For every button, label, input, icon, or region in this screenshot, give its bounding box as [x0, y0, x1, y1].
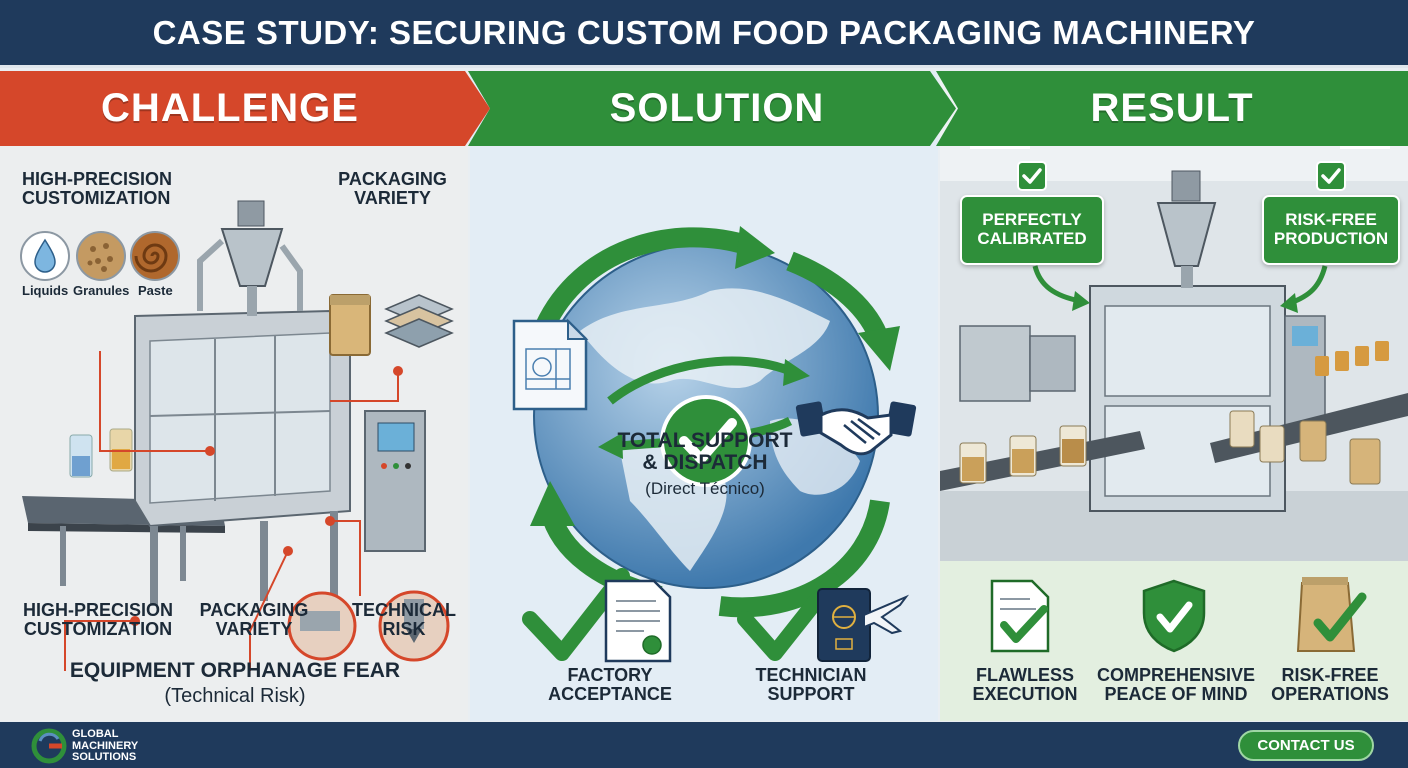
orphanage-fear-title: EQUIPMENT ORPHANAGE FEAR — [69, 659, 401, 682]
total-support-title: TOTAL SUPPORT & DISPATCH — [617, 429, 793, 475]
water-drop-icon — [20, 231, 70, 281]
factory-acceptance-label: FACTORY ACCEPTANCE — [548, 665, 672, 704]
footer-bar — [0, 722, 1408, 768]
bag-check-icon — [1296, 577, 1367, 652]
passport-plane-icon — [817, 588, 910, 662]
peace-of-mind-label: COMPREHENSIVE PEACE OF MIND — [1096, 665, 1256, 704]
risk-free-production-tag: RISK-FREE PRODUCTION — [1262, 195, 1400, 265]
risk-free-check-icon — [1316, 161, 1346, 191]
title-bar: CASE STUDY: SECURING CUSTOM FOOD PACKAGI… — [0, 0, 1408, 68]
handshake-icon — [795, 401, 917, 456]
solution-panel — [470, 71, 938, 721]
solution-heading: SOLUTION — [609, 86, 825, 130]
material-granules-label: Granules — [73, 283, 130, 298]
result-heading: RESULT — [1090, 86, 1254, 130]
orphanage-fear-subtitle: (Technical Risk) — [164, 685, 306, 707]
packaging-layers-icon — [384, 294, 454, 348]
challenge-header: CHALLENGE — [0, 71, 490, 146]
company-logo-icon — [31, 728, 67, 764]
checklist-document-icon — [990, 579, 1050, 653]
packaging-bag-icon — [329, 294, 371, 356]
solution-header: SOLUTION — [468, 71, 956, 146]
top-customization-label: HIGH-PRECISION CUSTOMIZATION — [22, 169, 173, 208]
blueprint-document-icon — [512, 318, 589, 411]
shield-check-icon — [1142, 579, 1206, 653]
perfectly-calibrated-tag: PERFECTLY CALIBRATED — [960, 195, 1104, 265]
flawless-execution-label: FLAWLESS EXECUTION — [972, 665, 1078, 704]
certificate-icon — [604, 579, 672, 663]
granules-icon — [76, 231, 126, 281]
packaging-machine-illustration — [22, 200, 450, 671]
risk-free-operations-label: RISK-FREE OPERATIONS — [1271, 665, 1389, 704]
calibrated-check-icon — [1017, 161, 1047, 191]
bottom-customization-label: HIGH-PRECISION CUSTOMIZATION — [22, 600, 173, 639]
material-liquids-label: Liquids — [22, 283, 69, 298]
challenge-heading: CHALLENGE — [101, 86, 359, 130]
company-name: GLOBAL MACHINERY SOLUTIONS — [72, 728, 139, 764]
page-title: CASE STUDY: SECURING CUSTOM FOOD PACKAGI… — [152, 13, 1256, 51]
contact-us-button[interactable]: CONTACT US — [1238, 730, 1374, 761]
result-header: RESULT — [936, 71, 1408, 146]
paste-icon — [130, 231, 180, 281]
bottom-packaging-label: PACKAGING VARIETY — [199, 600, 309, 639]
top-packaging-label: PACKAGING VARIETY — [338, 169, 447, 208]
material-paste-label: Paste — [138, 283, 173, 298]
technician-support-label: TECHNICIAN SUPPORT — [755, 665, 867, 704]
challenge-panel — [0, 71, 468, 721]
total-support-subtitle: (Direct Técnico) — [645, 479, 765, 498]
globe-illustration — [522, 226, 900, 661]
technical-risk-label: TECHNICAL RISK — [352, 600, 456, 639]
